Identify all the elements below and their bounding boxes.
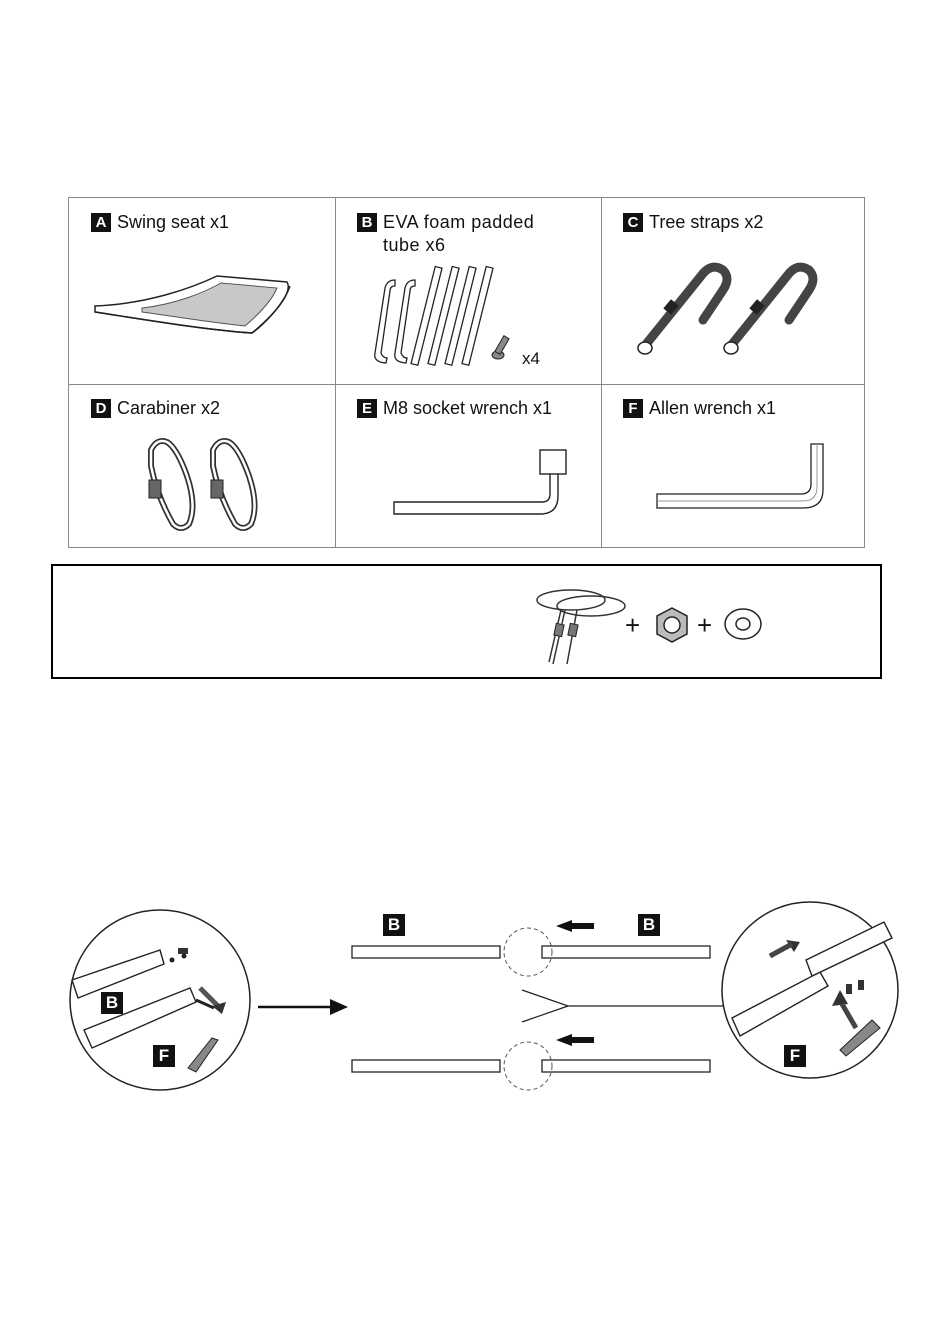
part-label-text: Swing seat x1 — [117, 211, 229, 234]
part-cell-e: E M8 socket wrench x1 — [335, 384, 601, 547]
part-letter-badge: C — [623, 213, 643, 232]
part-label-text: Tree straps x2 — [649, 211, 763, 234]
part-label: E M8 socket wrench x1 — [357, 397, 552, 420]
swing-seat-icon — [87, 268, 302, 348]
hardware-kit-box: + + — [51, 564, 882, 679]
detail-wrench-badge: F — [153, 1045, 175, 1067]
detail-circle-right — [722, 902, 898, 1078]
rope-icon — [531, 580, 631, 672]
part-letter-badge: D — [91, 399, 111, 418]
detail-wrench-badge: F — [784, 1045, 806, 1067]
carabiner-icon — [137, 436, 277, 536]
part-label: B EVA foam padded tube x6 — [357, 211, 573, 257]
right-arrow-icon — [258, 999, 348, 1015]
detail-tube-badge: B — [101, 992, 123, 1014]
part-label-text: M8 socket wrench x1 — [383, 397, 552, 420]
washer-icon — [723, 606, 763, 642]
tube-label-badge: B — [383, 914, 405, 936]
tree-strap-icon — [631, 248, 841, 363]
assembly-diagram — [0, 880, 933, 1100]
tube-label-badge: B — [638, 914, 660, 936]
part-cell-c: C Tree straps x2 — [601, 198, 864, 384]
screw-count: x4 — [522, 349, 540, 369]
plus-sign: + — [697, 610, 712, 641]
part-letter-badge: B — [357, 213, 377, 232]
part-label-text: EVA foam padded tube x6 — [383, 211, 573, 257]
nut-icon — [653, 606, 691, 644]
part-label: D Carabiner x2 — [91, 397, 220, 420]
part-letter-badge: A — [91, 213, 111, 232]
part-cell-f: F Allen wrench x1 — [601, 384, 864, 547]
allen-wrench-icon — [651, 442, 831, 522]
part-label: F Allen wrench x1 — [623, 397, 776, 420]
part-label: A Swing seat x1 — [91, 211, 229, 234]
part-cell-b: B EVA foam padded tube x6 x4 — [335, 198, 601, 384]
part-letter-badge: F — [623, 399, 643, 418]
part-cell-a: A Swing seat x1 — [69, 198, 335, 384]
part-label-text: Allen wrench x1 — [649, 397, 776, 420]
part-label: C Tree straps x2 — [623, 211, 763, 234]
part-label-text: Carabiner x2 — [117, 397, 220, 420]
part-letter-badge: E — [357, 399, 377, 418]
parts-list: A Swing seat x1 B EVA foam padded tube x… — [68, 197, 865, 548]
part-cell-d: D Carabiner x2 — [69, 384, 335, 547]
padded-tube-icon — [365, 258, 545, 373]
plus-sign: + — [625, 610, 640, 641]
socket-wrench-icon — [390, 444, 570, 524]
